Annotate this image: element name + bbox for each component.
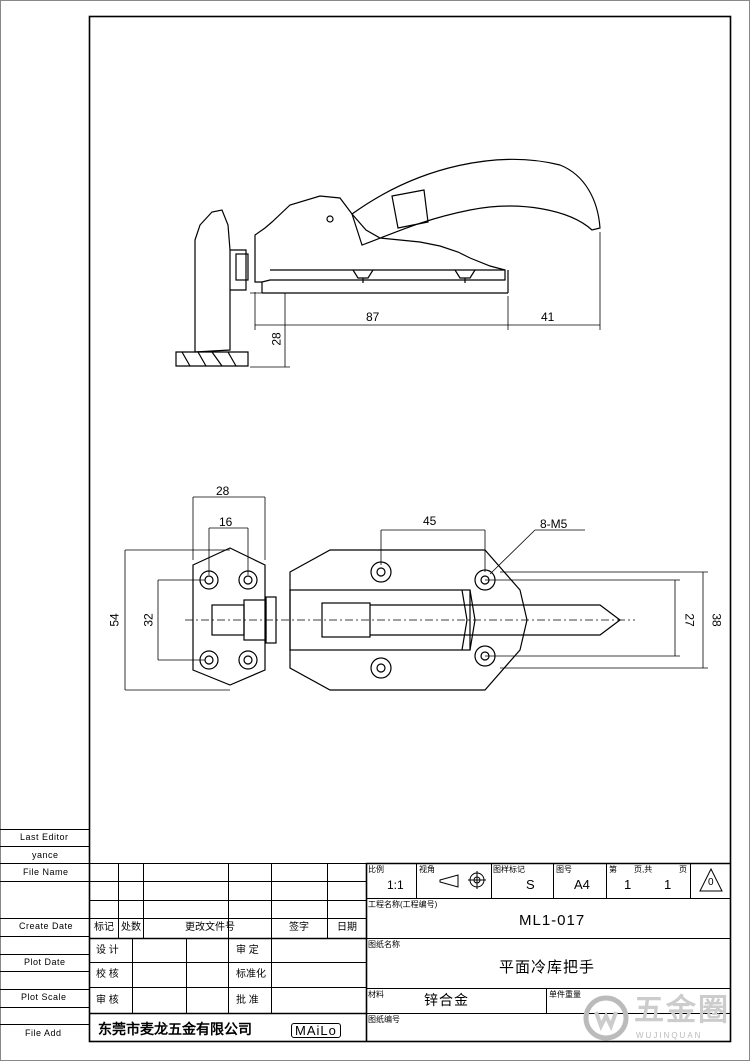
- last-editor-label: Last Editor: [20, 832, 69, 842]
- role-approve-check: 审 定: [236, 945, 259, 956]
- rev-count-header: 处数: [121, 922, 141, 933]
- company-logo: MAiLo: [291, 1023, 341, 1038]
- dim-8-m5: 8-M5: [540, 517, 568, 531]
- drawing-name-value: 平面冷库把手: [499, 959, 596, 976]
- scale-value: 1:1: [387, 878, 404, 892]
- dim-54: 54: [107, 613, 122, 627]
- watermark-logo: 五金圈 WUJINQUAN: [582, 990, 732, 1052]
- drawing-number-label: 图纸编号: [368, 1015, 400, 1024]
- size-label: 图号: [556, 865, 572, 874]
- project-label: 工程名称(工程编号): [368, 900, 438, 909]
- mark-value: S: [526, 877, 535, 892]
- project-value: ML1-017: [519, 912, 586, 929]
- role-standard: 标准化: [236, 969, 266, 980]
- drawing-name-label: 图纸名称: [368, 940, 400, 949]
- revision-number: 0: [708, 877, 714, 888]
- rev-mark-header: 标记: [94, 922, 114, 933]
- mark-label: 图样标记: [493, 865, 525, 874]
- file-add-label: File Add: [25, 1028, 62, 1038]
- sheet-label-1: 第: [609, 865, 617, 874]
- watermark-sub: WUJINQUAN: [636, 1031, 703, 1040]
- role-approve: 批 准: [236, 995, 259, 1006]
- dim-16: 16: [219, 515, 233, 529]
- dim-27: 27: [682, 613, 697, 627]
- role-check: 校 核: [96, 969, 119, 980]
- dim-38: 38: [709, 613, 724, 627]
- sheet-label-2: 页,共: [634, 865, 653, 874]
- dim-87: 87: [366, 310, 380, 324]
- plot-date-label: Plot Date: [24, 957, 66, 967]
- dimension-lines: [124, 232, 708, 691]
- company-name: 东莞市麦龙五金有限公司: [98, 1021, 252, 1037]
- dim-45: 45: [423, 514, 437, 528]
- plan-view: [185, 547, 635, 691]
- dim-32: 32: [141, 613, 156, 627]
- plot-scale-label: Plot Scale: [21, 992, 67, 1002]
- sheet-value: 1: [624, 877, 632, 892]
- rev-sign-header: 签字: [289, 922, 309, 933]
- dim-41: 41: [541, 310, 555, 324]
- side-view: [175, 158, 601, 367]
- size-value: A4: [574, 877, 590, 892]
- sheet-total: 1: [664, 877, 672, 892]
- dim-28-side: 28: [269, 332, 284, 346]
- dim-28-top: 28: [216, 484, 230, 498]
- role-review: 审 核: [96, 995, 119, 1006]
- view-label: 视角: [419, 865, 435, 874]
- rev-date-header: 日期: [337, 922, 357, 933]
- watermark-text: 五金圈: [634, 994, 730, 1027]
- last-editor-value: yance: [32, 850, 59, 860]
- material-value: 锌合金: [424, 992, 469, 1008]
- role-design: 设 计: [96, 945, 119, 956]
- material-label: 材料: [368, 990, 384, 999]
- file-name-label: File Name: [23, 867, 69, 877]
- sheet-label-3: 页: [679, 865, 687, 874]
- create-date-label: Create Date: [19, 921, 74, 931]
- rev-doc-header: 更改文件号: [185, 922, 235, 933]
- scale-label: 比例: [368, 865, 384, 874]
- weight-label: 单件重量: [549, 990, 581, 999]
- watermark-w-icon: [583, 995, 629, 1041]
